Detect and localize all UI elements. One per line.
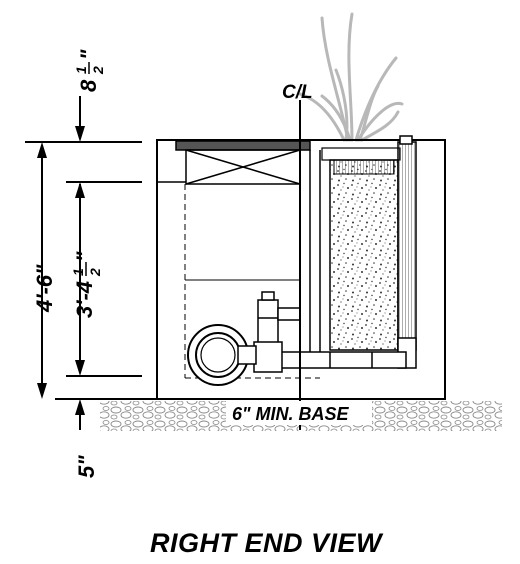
- basin-grate: [333, 159, 395, 175]
- centerline-label: C/L: [282, 82, 313, 103]
- base-label-bg: [226, 401, 372, 425]
- base-label: 6" MIN. BASE: [232, 404, 350, 424]
- dim-inner-height-quote: ": [72, 251, 97, 262]
- dim-inner-height-den: 2: [87, 268, 103, 277]
- outlet-pipe: [187, 324, 257, 386]
- dim-top-offset-main: 8: [76, 79, 101, 92]
- media-basin: [329, 159, 399, 351]
- partition-walls: [309, 150, 321, 352]
- basin-top-rim: [321, 147, 401, 161]
- dim-inner-height: 3'-4 1 2 ": [70, 182, 103, 376]
- view-title: RIGHT END VIEW: [150, 528, 383, 558]
- dim-base-thickness: 5": [74, 399, 99, 478]
- extension-lines: [25, 141, 142, 377]
- dim-top-offset: 8 1 2 ": [73, 49, 106, 186]
- plant-icon: [298, 12, 404, 142]
- riser-pipe: [397, 135, 417, 369]
- dim-top-offset-den: 2: [90, 66, 106, 75]
- dim-base-thickness-label: 5": [74, 455, 99, 478]
- dim-top-offset-suffix: ": [76, 49, 101, 60]
- dim-total-height-label: 4'-6": [32, 264, 57, 313]
- manhole-lid: [175, 140, 311, 151]
- dim-inner-height-label: 3'-4: [72, 281, 97, 318]
- dim-inner-height-num: 1: [70, 268, 86, 276]
- lid-frame: [157, 149, 301, 185]
- dim-top-offset-num: 1: [73, 66, 89, 74]
- dim-total-height: 4'-6": [32, 142, 57, 399]
